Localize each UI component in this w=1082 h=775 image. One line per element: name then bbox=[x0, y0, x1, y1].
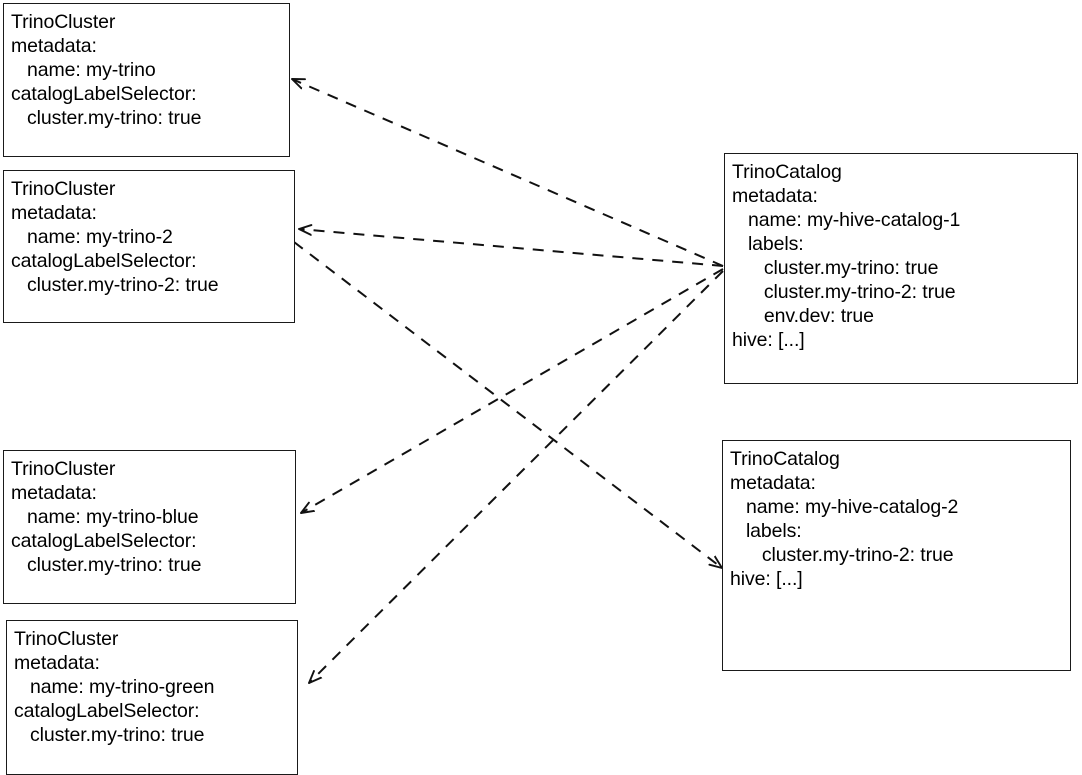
node-line: hive: [...] bbox=[730, 568, 803, 590]
node-line: catalogLabelSelector: bbox=[14, 700, 200, 722]
node-trinocluster-my-trino-blue[interactable]: TrinoCluster metadata: name: my-trino-bl… bbox=[3, 450, 296, 604]
edge-my-trino-2-to-catalog2 bbox=[293, 241, 722, 568]
node-line: TrinoCluster bbox=[11, 178, 116, 200]
node-line: cluster.my-trino-2: true bbox=[732, 281, 956, 303]
edge-catalog1-to-my-trino-green bbox=[309, 270, 724, 683]
node-trinocluster-my-trino-green[interactable]: TrinoCluster metadata: name: my-trino-gr… bbox=[6, 620, 298, 775]
node-line: labels: bbox=[732, 233, 804, 255]
node-line: cluster.my-trino-2: true bbox=[11, 274, 219, 296]
node-line: cluster.my-trino: true bbox=[14, 724, 205, 746]
node-trinocatalog-my-hive-catalog-1[interactable]: TrinoCatalog metadata: name: my-hive-cat… bbox=[724, 153, 1078, 384]
node-line: cluster.my-trino-2: true bbox=[730, 544, 954, 566]
node-line: name: my-trino-blue bbox=[11, 506, 199, 528]
node-line: env.dev: true bbox=[732, 305, 874, 327]
node-line: metadata: bbox=[730, 472, 816, 494]
node-line: catalogLabelSelector: bbox=[11, 530, 197, 552]
node-line: name: my-trino-2 bbox=[11, 226, 173, 248]
node-line: catalogLabelSelector: bbox=[11, 83, 197, 105]
node-line: TrinoCluster bbox=[11, 11, 116, 33]
node-line: metadata: bbox=[732, 185, 818, 207]
node-line: labels: bbox=[730, 520, 802, 542]
node-line: catalogLabelSelector: bbox=[11, 250, 197, 272]
edge-catalog1-to-my-trino bbox=[292, 79, 724, 267]
node-line: cluster.my-trino: true bbox=[11, 107, 202, 129]
node-line: cluster.my-trino: true bbox=[732, 257, 939, 279]
node-line: metadata: bbox=[11, 35, 97, 57]
node-line: name: my-hive-catalog-1 bbox=[732, 209, 961, 231]
edge-catalog1-to-my-trino-2 bbox=[299, 229, 724, 267]
node-line: TrinoCluster bbox=[14, 628, 119, 650]
node-line: metadata: bbox=[14, 652, 100, 674]
node-line: metadata: bbox=[11, 202, 97, 224]
node-line: name: my-trino bbox=[11, 59, 156, 81]
edge-catalog1-to-my-trino-blue bbox=[301, 268, 724, 513]
node-line: metadata: bbox=[11, 482, 97, 504]
node-line: name: my-hive-catalog-2 bbox=[730, 496, 959, 518]
node-line: hive: [...] bbox=[732, 329, 805, 351]
node-trinocatalog-my-hive-catalog-2[interactable]: TrinoCatalog metadata: name: my-hive-cat… bbox=[722, 440, 1071, 671]
node-line: name: my-trino-green bbox=[14, 676, 215, 698]
node-line: TrinoCluster bbox=[11, 458, 116, 480]
node-trinocluster-my-trino-2[interactable]: TrinoCluster metadata: name: my-trino-2 … bbox=[3, 170, 295, 323]
node-line: cluster.my-trino: true bbox=[11, 554, 202, 576]
node-line: TrinoCatalog bbox=[730, 448, 840, 470]
node-line: TrinoCatalog bbox=[732, 161, 842, 183]
node-trinocluster-my-trino[interactable]: TrinoCluster metadata: name: my-trino ca… bbox=[3, 3, 290, 157]
